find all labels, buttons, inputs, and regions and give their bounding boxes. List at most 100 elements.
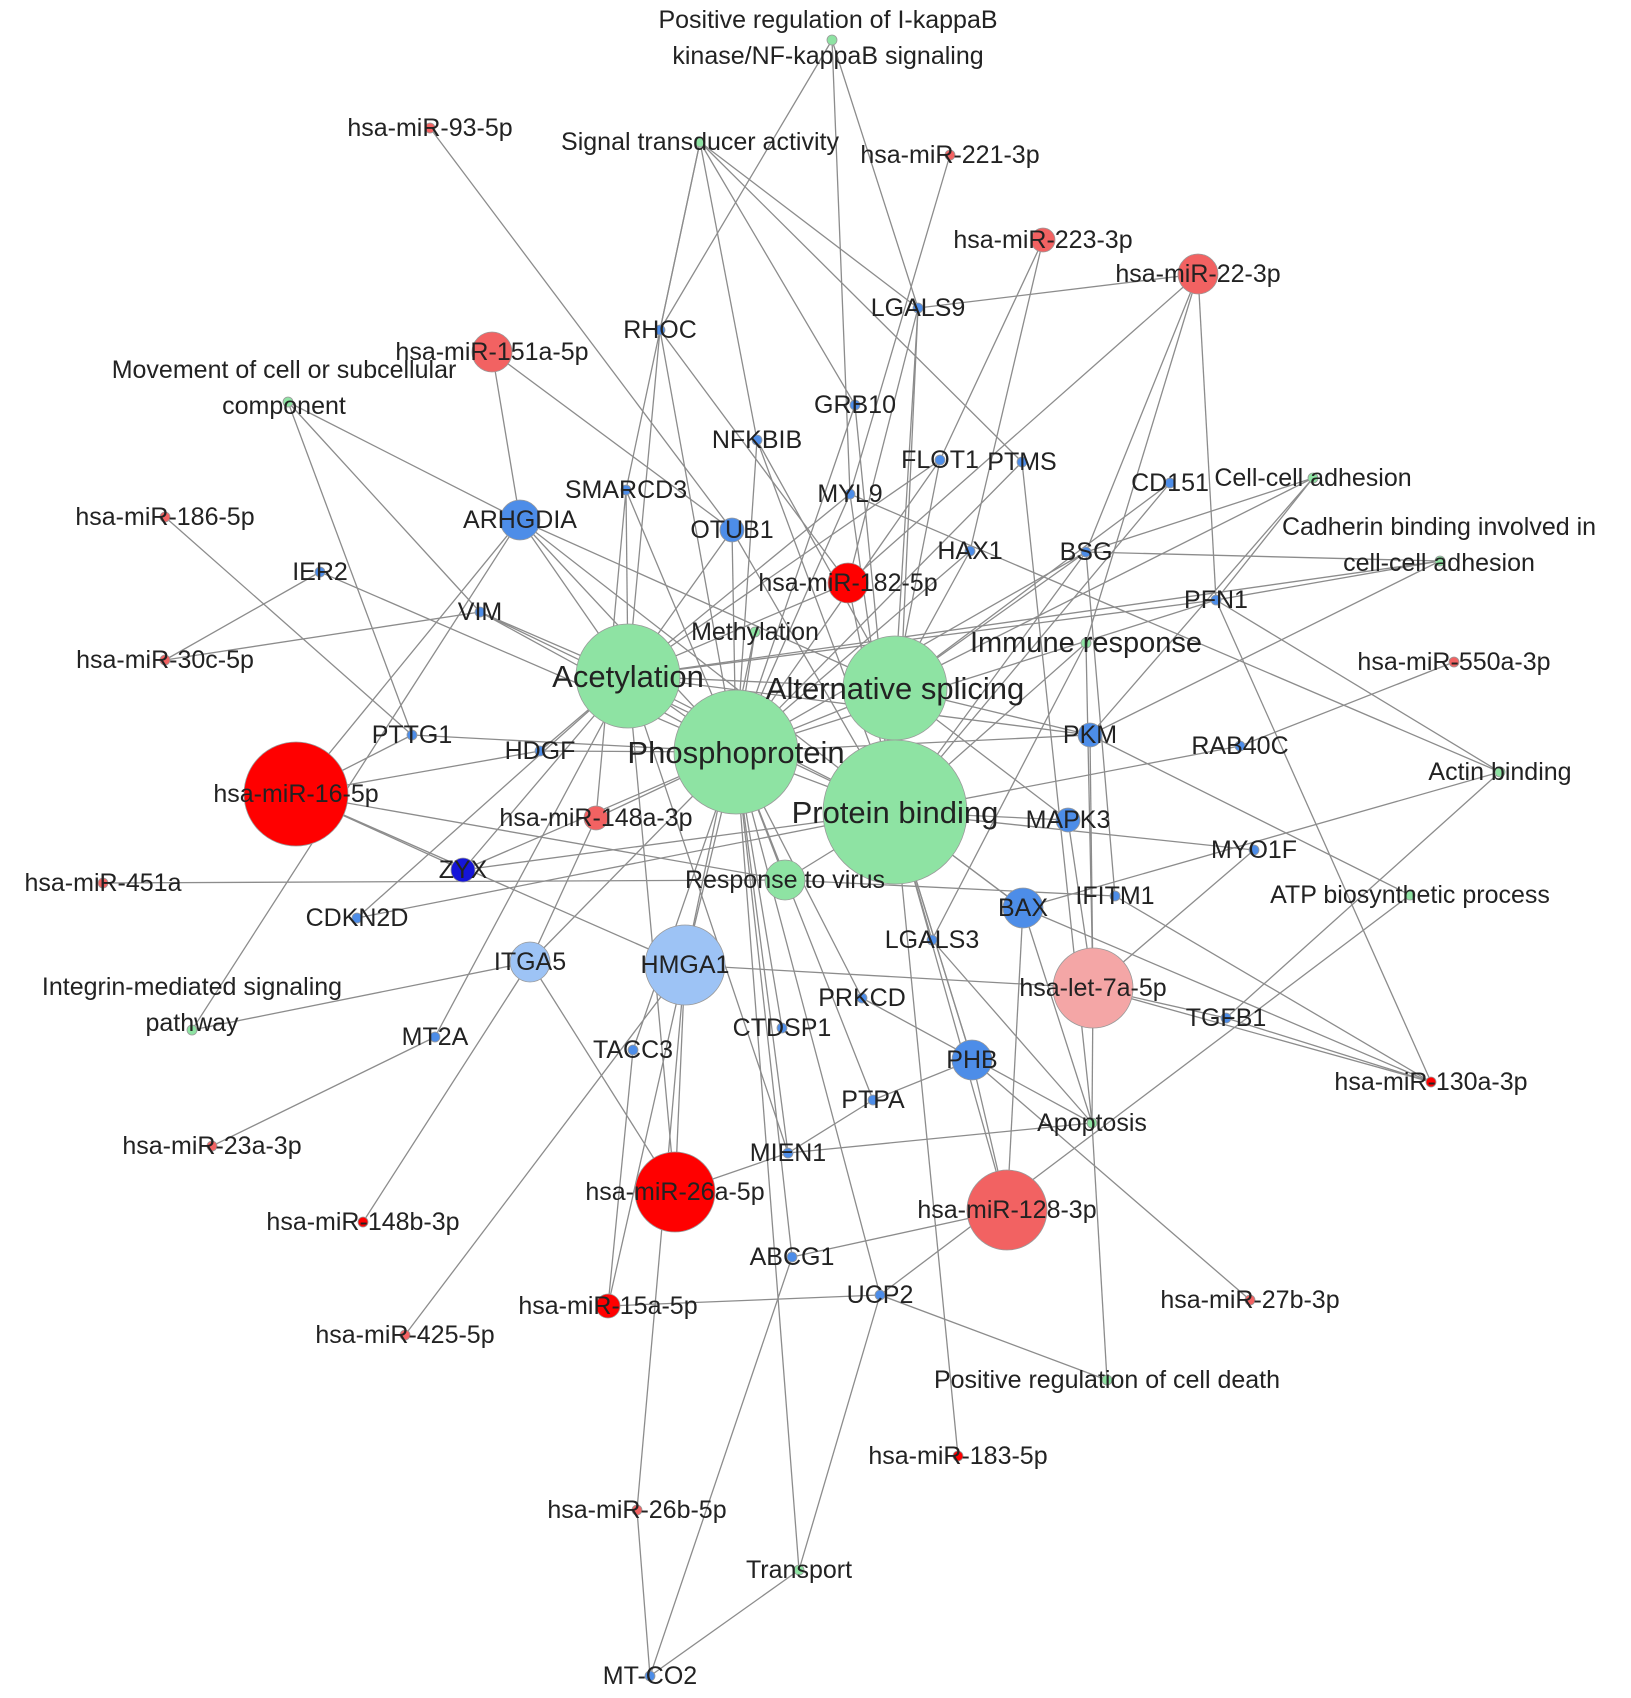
node-hsa-mir-26b-5p[interactable] [631,1504,643,1516]
node-pkm[interactable] [1077,722,1103,748]
node-hdgf[interactable] [534,745,546,757]
node-itga5[interactable] [509,941,551,983]
node-rhoc[interactable] [654,324,666,336]
node-apoptosis[interactable] [1086,1117,1098,1129]
node-cell-cell-adhesion[interactable] [1307,472,1319,484]
node-hsa-mir-30c-5p[interactable] [159,654,171,666]
node-integrin-mediated[interactable] [186,1024,198,1036]
node-protein-binding[interactable] [822,739,968,885]
label-line-phosphoprotein-0: Phosphoprotein [627,735,844,770]
node-ctdsp1[interactable] [776,1022,788,1034]
edge-tacc3--hsa-mir-15a-5p [607,1049,634,1307]
node-hax1[interactable] [964,545,976,557]
node-smarcd3[interactable] [620,484,632,496]
node-hsa-mir-183-5p[interactable] [952,1450,964,1462]
node-prkcd[interactable] [856,992,868,1004]
node-myo1f[interactable] [1248,844,1260,856]
node-hsa-mir-186-5p[interactable] [159,511,171,523]
edge-ier2--phosphoprotein [319,571,737,753]
node-rab40c[interactable] [1234,740,1246,752]
node-hsa-mir-148b-3p[interactable] [357,1216,369,1228]
node-response-to-virus[interactable] [764,859,806,901]
node-hsa-mir-16-5p[interactable] [243,741,349,847]
node-hsa-mir-223-3p[interactable] [1030,227,1056,253]
node-hsa-mir-148a-3p[interactable] [583,805,609,831]
node-hsa-mir-130a-3p[interactable] [1425,1076,1437,1088]
node-acetylation[interactable] [575,623,681,729]
node-ptpa[interactable] [867,1094,879,1106]
node-pttg1[interactable] [406,729,418,741]
node-hsa-mir-23a-3p[interactable] [206,1140,218,1152]
node-hsa-mir-425-5p[interactable] [399,1329,411,1341]
node-ifitm1[interactable] [1109,890,1121,902]
node-cd151[interactable] [1164,477,1176,489]
node-cdkn2d[interactable] [351,912,363,924]
label-grb10: GRB10 [814,391,896,419]
node-cadherin-binding[interactable] [1434,555,1446,567]
node-bax[interactable] [1002,887,1044,929]
edge-hsa-mir-223-3p--hax1 [969,239,1044,552]
label-flot1: FLOT1 [901,446,979,474]
node-hsa-mir-221-3p[interactable] [944,149,956,161]
node-ier2[interactable] [314,566,326,578]
node-transport[interactable] [793,1564,805,1576]
label-alternative-splicing: Alternative splicing [766,671,1024,706]
node-layer [97,34,1506,1682]
node-abcg1[interactable] [786,1251,798,1263]
node-otub1[interactable] [719,517,745,543]
edge-hsa-mir-223-3p--flot1 [939,239,1044,461]
label-line-ifitm1-0: IFITM1 [1075,882,1154,910]
node-hsa-mir-27b-3p[interactable] [1244,1294,1256,1306]
node-hsa-mir-151a-5p[interactable] [471,331,513,373]
node-atp-biosynthetic[interactable] [1404,889,1416,901]
node-immune-response[interactable] [1080,637,1092,649]
node-zyx[interactable] [450,857,476,883]
node-mt2a[interactable] [429,1031,441,1043]
label-phosphoprotein: Phosphoprotein [627,735,844,770]
node-mt-co2[interactable] [644,1670,656,1682]
node-hsa-mir-128-3p[interactable] [966,1169,1048,1251]
node-tgfb1[interactable] [1220,1012,1232,1024]
edge-cd151--alternative-splicing [894,482,1171,689]
node-signal-transducer-activity[interactable] [694,136,706,148]
node-hsa-mir-26a-5p[interactable] [634,1151,716,1233]
node-movement-of-cell[interactable] [282,396,294,408]
node-phosphoprotein[interactable] [673,689,799,815]
node-grb10[interactable] [849,399,861,411]
node-positive-regulation-nfkb[interactable] [826,34,838,46]
node-flot1[interactable] [934,454,946,466]
node-arhgdia[interactable] [499,499,541,541]
label-lgals9: LGALS9 [871,294,966,322]
node-hsa-let-7a-5p[interactable] [1052,947,1134,1029]
label-arhgdia: ARHGDIA [463,506,577,534]
node-tacc3[interactable] [627,1044,639,1056]
label-hsa-mir-451a: hsa-miR-451a [24,869,181,897]
node-hsa-mir-93-5p[interactable] [424,122,436,134]
label-hmga1: HMGA1 [641,951,730,979]
node-ucp2[interactable] [874,1289,886,1301]
label-hsa-mir-26a-5p: hsa-miR-26a-5p [585,1178,764,1206]
node-mien1[interactable] [782,1147,794,1159]
node-phb[interactable] [951,1039,993,1081]
node-actin-binding[interactable] [1494,766,1506,778]
node-pfn1[interactable] [1210,594,1222,606]
node-hmga1[interactable] [644,924,726,1006]
node-nfkbib[interactable] [751,434,763,446]
node-lgals3[interactable] [926,934,938,946]
node-vim[interactable] [474,606,486,618]
node-methylation[interactable] [749,626,761,638]
label-line-hsa-mir-23a-3p-0: hsa-miR-23a-3p [122,1132,301,1160]
label-line-abcg1-0: ABCG1 [750,1243,835,1271]
node-hsa-mir-550a-3p[interactable] [1448,656,1460,668]
node-ptms[interactable] [1016,456,1028,468]
label-line-hsa-mir-26b-5p-0: hsa-miR-26b-5p [547,1496,726,1524]
node-positive-regulation-cell-death[interactable] [1101,1374,1113,1386]
node-hsa-mir-22-3p[interactable] [1177,253,1219,295]
node-hsa-mir-451a[interactable] [97,877,109,889]
node-hsa-mir-182-5p[interactable] [827,562,869,604]
node-bsg[interactable] [1080,546,1092,558]
node-mapk3[interactable] [1055,807,1081,833]
node-myl9[interactable] [844,488,856,500]
node-lgals9[interactable] [912,302,924,314]
node-hsa-mir-15a-5p[interactable] [595,1293,621,1319]
